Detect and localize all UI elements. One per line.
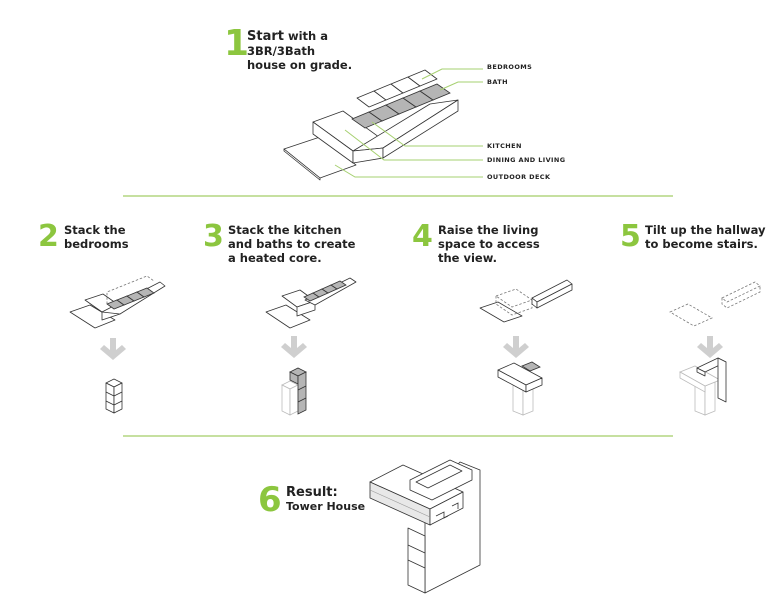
- divider-bottom: [123, 435, 673, 437]
- label-bath: BATH: [487, 78, 508, 86]
- step-3-diagram: [265, 277, 357, 416]
- step-3-line: and baths to create: [228, 237, 356, 251]
- result-subtitle: Tower House: [286, 500, 366, 513]
- step-1-house-diagram: [283, 68, 483, 181]
- step-2-diagram: [69, 275, 166, 414]
- label-dining-and-living: DINING AND LIVING: [487, 156, 566, 164]
- step-4-line: Raise the living: [438, 223, 539, 237]
- down-arrow-icon: [503, 336, 529, 358]
- down-arrow-icon: [697, 336, 723, 358]
- step-5-caption: Tilt up the hallway to become stairs.: [645, 223, 766, 251]
- step-3-line: Stack the kitchen: [228, 223, 342, 237]
- step-3-number: 3: [203, 219, 224, 254]
- result-caption: Result: Tower House: [286, 486, 365, 514]
- step-5-diagram: [669, 281, 761, 416]
- label-kitchen: KITCHEN: [487, 142, 522, 150]
- step-1-line1: with a: [283, 29, 329, 43]
- step-4-line: the view.: [438, 251, 497, 265]
- tower-house-result-diagram: [369, 459, 481, 594]
- step-5-line: Tilt up the hallway: [645, 223, 766, 237]
- step-3-line: a heated core.: [228, 251, 322, 265]
- step-1-number: 1: [224, 23, 250, 64]
- step-1-caption: Start with a 3BR/3Bath house on grade.: [247, 29, 352, 72]
- divider-top: [123, 195, 673, 197]
- step-4-line: space to access: [438, 237, 540, 251]
- step-6-number: 6: [258, 480, 282, 520]
- label-outdoor-deck: OUTDOOR DECK: [487, 173, 551, 181]
- step-3-caption: Stack the kitchen and baths to create a …: [228, 223, 355, 265]
- step-4-caption: Raise the living space to access the vie…: [438, 223, 540, 265]
- tower-with-stairs: [679, 357, 727, 416]
- step-2-caption: Stack the bedrooms: [64, 223, 129, 251]
- step-1-line2: 3BR/3Bath: [247, 44, 316, 58]
- down-arrow-icon: [100, 338, 126, 360]
- stacked-bedrooms: [105, 378, 123, 414]
- step-1-lead: Start: [247, 29, 284, 44]
- step-2-number: 2: [38, 219, 59, 254]
- heated-core-stack: [281, 367, 307, 416]
- step-5-line: to become stairs.: [645, 237, 758, 251]
- raised-living-space: [497, 361, 543, 416]
- down-arrow-icon: [281, 336, 307, 358]
- step-2-line: bedrooms: [64, 237, 129, 251]
- step-4-number: 4: [412, 219, 433, 254]
- step-4-diagram: [479, 279, 573, 416]
- step-1-line3: house on grade.: [247, 58, 353, 72]
- step-5-number: 5: [620, 219, 641, 254]
- result-title: Result:: [286, 485, 338, 500]
- step-2-line: Stack the: [64, 223, 126, 237]
- label-bedrooms: BEDROOMS: [487, 63, 533, 71]
